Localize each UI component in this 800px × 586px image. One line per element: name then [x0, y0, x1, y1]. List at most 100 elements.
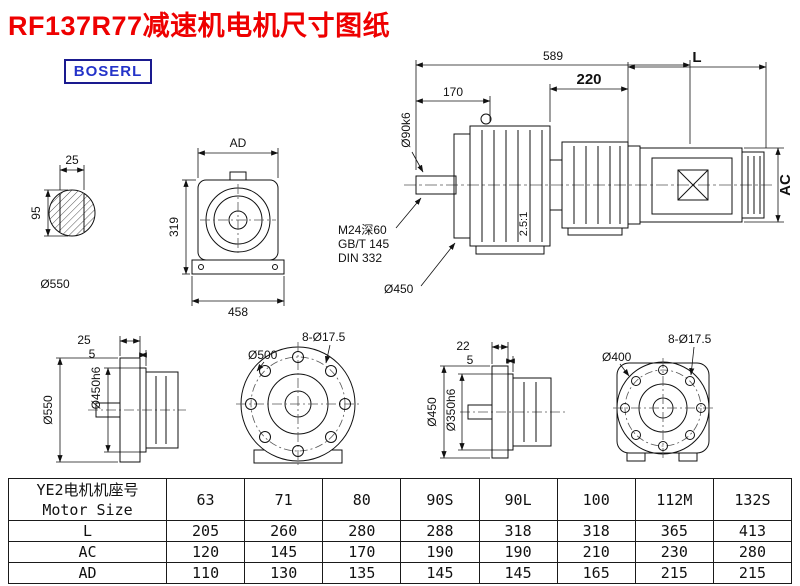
dia-500-callout: Ø500: [248, 348, 278, 372]
table-row-AC: AC 120 145 170 190 190 210 230 280: [8, 541, 793, 563]
dim-220-label: 220: [576, 71, 601, 88]
dim-95-left: 95: [29, 189, 68, 237]
table-cell: 318: [556, 520, 636, 542]
bolt-note-1-label: 8-Ø17.5: [302, 330, 346, 344]
thread-note-line2: GB/T 145: [338, 237, 389, 251]
bolt-pattern-note-1: 8-Ø17.5: [302, 330, 346, 364]
shaft-diameter-callout: Ø90k6: [399, 112, 424, 173]
table-cell: 130: [244, 562, 324, 584]
gearbox-front-view: AD 319 458: [167, 136, 285, 319]
dim-AC-label: AC: [777, 174, 794, 196]
table-cell: 413: [712, 520, 793, 542]
shaft-dia-label: Ø90k6: [399, 112, 413, 148]
row-label: AC: [8, 541, 167, 563]
size-col-header: 80: [322, 478, 402, 521]
dia-500-label: Ø500: [248, 348, 278, 362]
dia-350h6-label: Ø350h6: [444, 388, 458, 431]
dia-400-label: Ø400: [602, 350, 632, 364]
size-col-header: 63: [165, 478, 246, 521]
dim-AD-label: AD: [230, 136, 247, 150]
bolt-note-2-label: 8-Ø17.5: [668, 332, 712, 346]
table-cell: 145: [478, 562, 558, 584]
dia-400-callout: Ø400: [602, 350, 632, 377]
dim-dia450-flange2: Ø450: [425, 365, 490, 459]
size-col-header: 90S: [400, 478, 480, 521]
brand-logo: BOSERL: [64, 59, 152, 84]
small-flange-side-view: 22 5 Ø450 Ø350h6: [425, 339, 566, 459]
flange-dia-label: Ø450: [384, 282, 414, 296]
dim-5-flange: 5: [89, 347, 147, 366]
row-label: L: [8, 520, 167, 542]
table-cell: 120: [165, 541, 246, 563]
table-cell: 190: [478, 541, 558, 563]
dim-220: 220: [549, 62, 629, 142]
dim-22: 22: [456, 339, 509, 364]
table-cell: 190: [400, 541, 480, 563]
dim-dia450h6: Ø450h6: [89, 366, 140, 453]
table-header-row: YE2电机机座号 Motor Size 63 71 80 90S 90L 100…: [8, 478, 793, 521]
dim-25-label: 25: [65, 153, 79, 167]
table-header-cn: YE2电机机座号: [36, 480, 139, 499]
table-cell: 135: [322, 562, 402, 584]
small-flange-face-view: 8-Ø17.5 Ø400: [602, 332, 713, 462]
output-flange-side-view: 25 5 Ø550 Ø450h6: [41, 333, 186, 463]
table-cell: 230: [634, 541, 714, 563]
size-col-header: 71: [244, 478, 324, 521]
dim-5-flange2-label: 5: [467, 353, 474, 367]
table-header-en: Motor Size: [42, 500, 133, 519]
label-dia-550-shaft: Ø550: [40, 277, 70, 291]
size-col-header: 100: [556, 478, 636, 521]
reducer-side-view: 589 170 Ø90k6 M24深60 GB/T 145 DIN 332: [338, 49, 794, 296]
bolt-pattern-note-2: 8-Ø17.5: [668, 332, 712, 376]
technical-drawing: 25 95 Ø550: [29, 49, 794, 466]
dim-589-label: 589: [543, 49, 563, 63]
table-cell: 365: [634, 520, 714, 542]
dim-dia350h6: Ø350h6: [444, 373, 508, 451]
dim-25-shaft: 25: [59, 153, 85, 190]
table-cell: 170: [322, 541, 402, 563]
table-cell: 165: [556, 562, 636, 584]
table-cell: 260: [244, 520, 324, 542]
dim-170-label: 170: [443, 85, 463, 99]
dim-AD: AD: [197, 136, 279, 178]
dim-458: 458: [191, 276, 285, 319]
dia-450-flange2-label: Ø450: [425, 397, 439, 427]
output-flange-face-view: 8-Ø17.5 Ø500: [236, 330, 360, 466]
page-title: RF137R77减速机电机尺寸图纸: [8, 11, 391, 41]
brand-text: BOSERL: [73, 63, 143, 80]
table-header-motor-size: YE2电机机座号 Motor Size: [8, 478, 167, 521]
dim-22-label: 22: [456, 339, 470, 353]
center-hole-note: M24深60 GB/T 145 DIN 332: [338, 197, 422, 265]
row-label: AD: [8, 562, 167, 584]
table-cell: 215: [712, 562, 793, 584]
dim-95-label: 95: [29, 206, 43, 220]
size-col-header: 112M: [634, 478, 714, 521]
taper-label: 2.5:1: [518, 212, 530, 236]
dim-dia550-flange: Ø550: [41, 357, 118, 463]
table-cell: 145: [244, 541, 324, 563]
dia-550-flange-label: Ø550: [41, 395, 55, 425]
table-row-L: L 205 260 280 288 318 318 365 413: [8, 520, 793, 542]
table-cell: 318: [478, 520, 558, 542]
thread-note-line1: M24深60: [338, 223, 387, 237]
dim-319-label: 319: [167, 217, 181, 237]
dim-AC: AC: [744, 147, 794, 223]
dim-319: 319: [167, 179, 196, 275]
table-cell: 145: [400, 562, 480, 584]
table-cell: 110: [165, 562, 246, 584]
size-col-header: 132S: [712, 478, 793, 521]
dim-5-flange-label: 5: [89, 347, 96, 361]
table-cell: 205: [165, 520, 246, 542]
table-cell: 280: [712, 541, 793, 563]
table-cell: 210: [556, 541, 636, 563]
dim-L: L: [627, 49, 767, 148]
dim-170: 170: [415, 85, 491, 122]
dim-L-label: L: [692, 49, 701, 66]
dim-25-flange-label: 25: [77, 333, 91, 347]
shaft-section-view: 25 95 Ø550: [29, 153, 96, 291]
table-row-AD: AD 110 130 135 145 145 165 215 215: [8, 562, 793, 584]
table-cell: 280: [322, 520, 402, 542]
flange-dia-callout: Ø450: [384, 242, 456, 296]
dia-450h6-label: Ø450h6: [89, 366, 103, 409]
motor-dimension-table: YE2电机机座号 Motor Size 63 71 80 90S 90L 100…: [8, 478, 793, 584]
